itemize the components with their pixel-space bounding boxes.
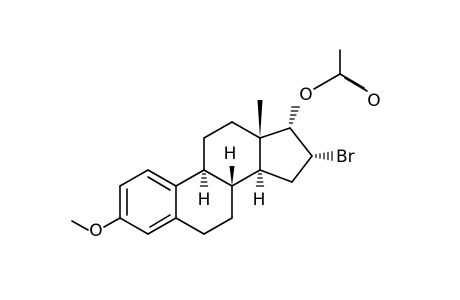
methoxy-group	[71, 217, 121, 231]
c18-methyl-wedge	[257, 100, 263, 138]
acetate-group	[313, 49, 368, 92]
methoxy-oxygen-label: O	[89, 221, 102, 241]
acetate-carbonyl-oxygen-label: O	[367, 91, 380, 111]
acetate-ester-oxygen-label: O	[299, 85, 312, 105]
ring-d	[259, 127, 313, 183]
bromine-label: Br	[336, 147, 355, 167]
h-c14-label: H	[253, 190, 266, 210]
c16-hash-bond	[315, 151, 333, 161]
c14-hash-bond	[255, 173, 265, 187]
ring-c	[203, 121, 261, 187]
c17-hash-bond	[288, 106, 300, 124]
h-c9-label: H	[198, 190, 211, 210]
c9-hash-bond	[199, 173, 209, 187]
h-c8-label: H	[224, 144, 237, 164]
ring-a-aromatic	[119, 169, 177, 235]
ring-b	[175, 169, 233, 235]
c8-wedge-bond	[229, 166, 235, 186]
